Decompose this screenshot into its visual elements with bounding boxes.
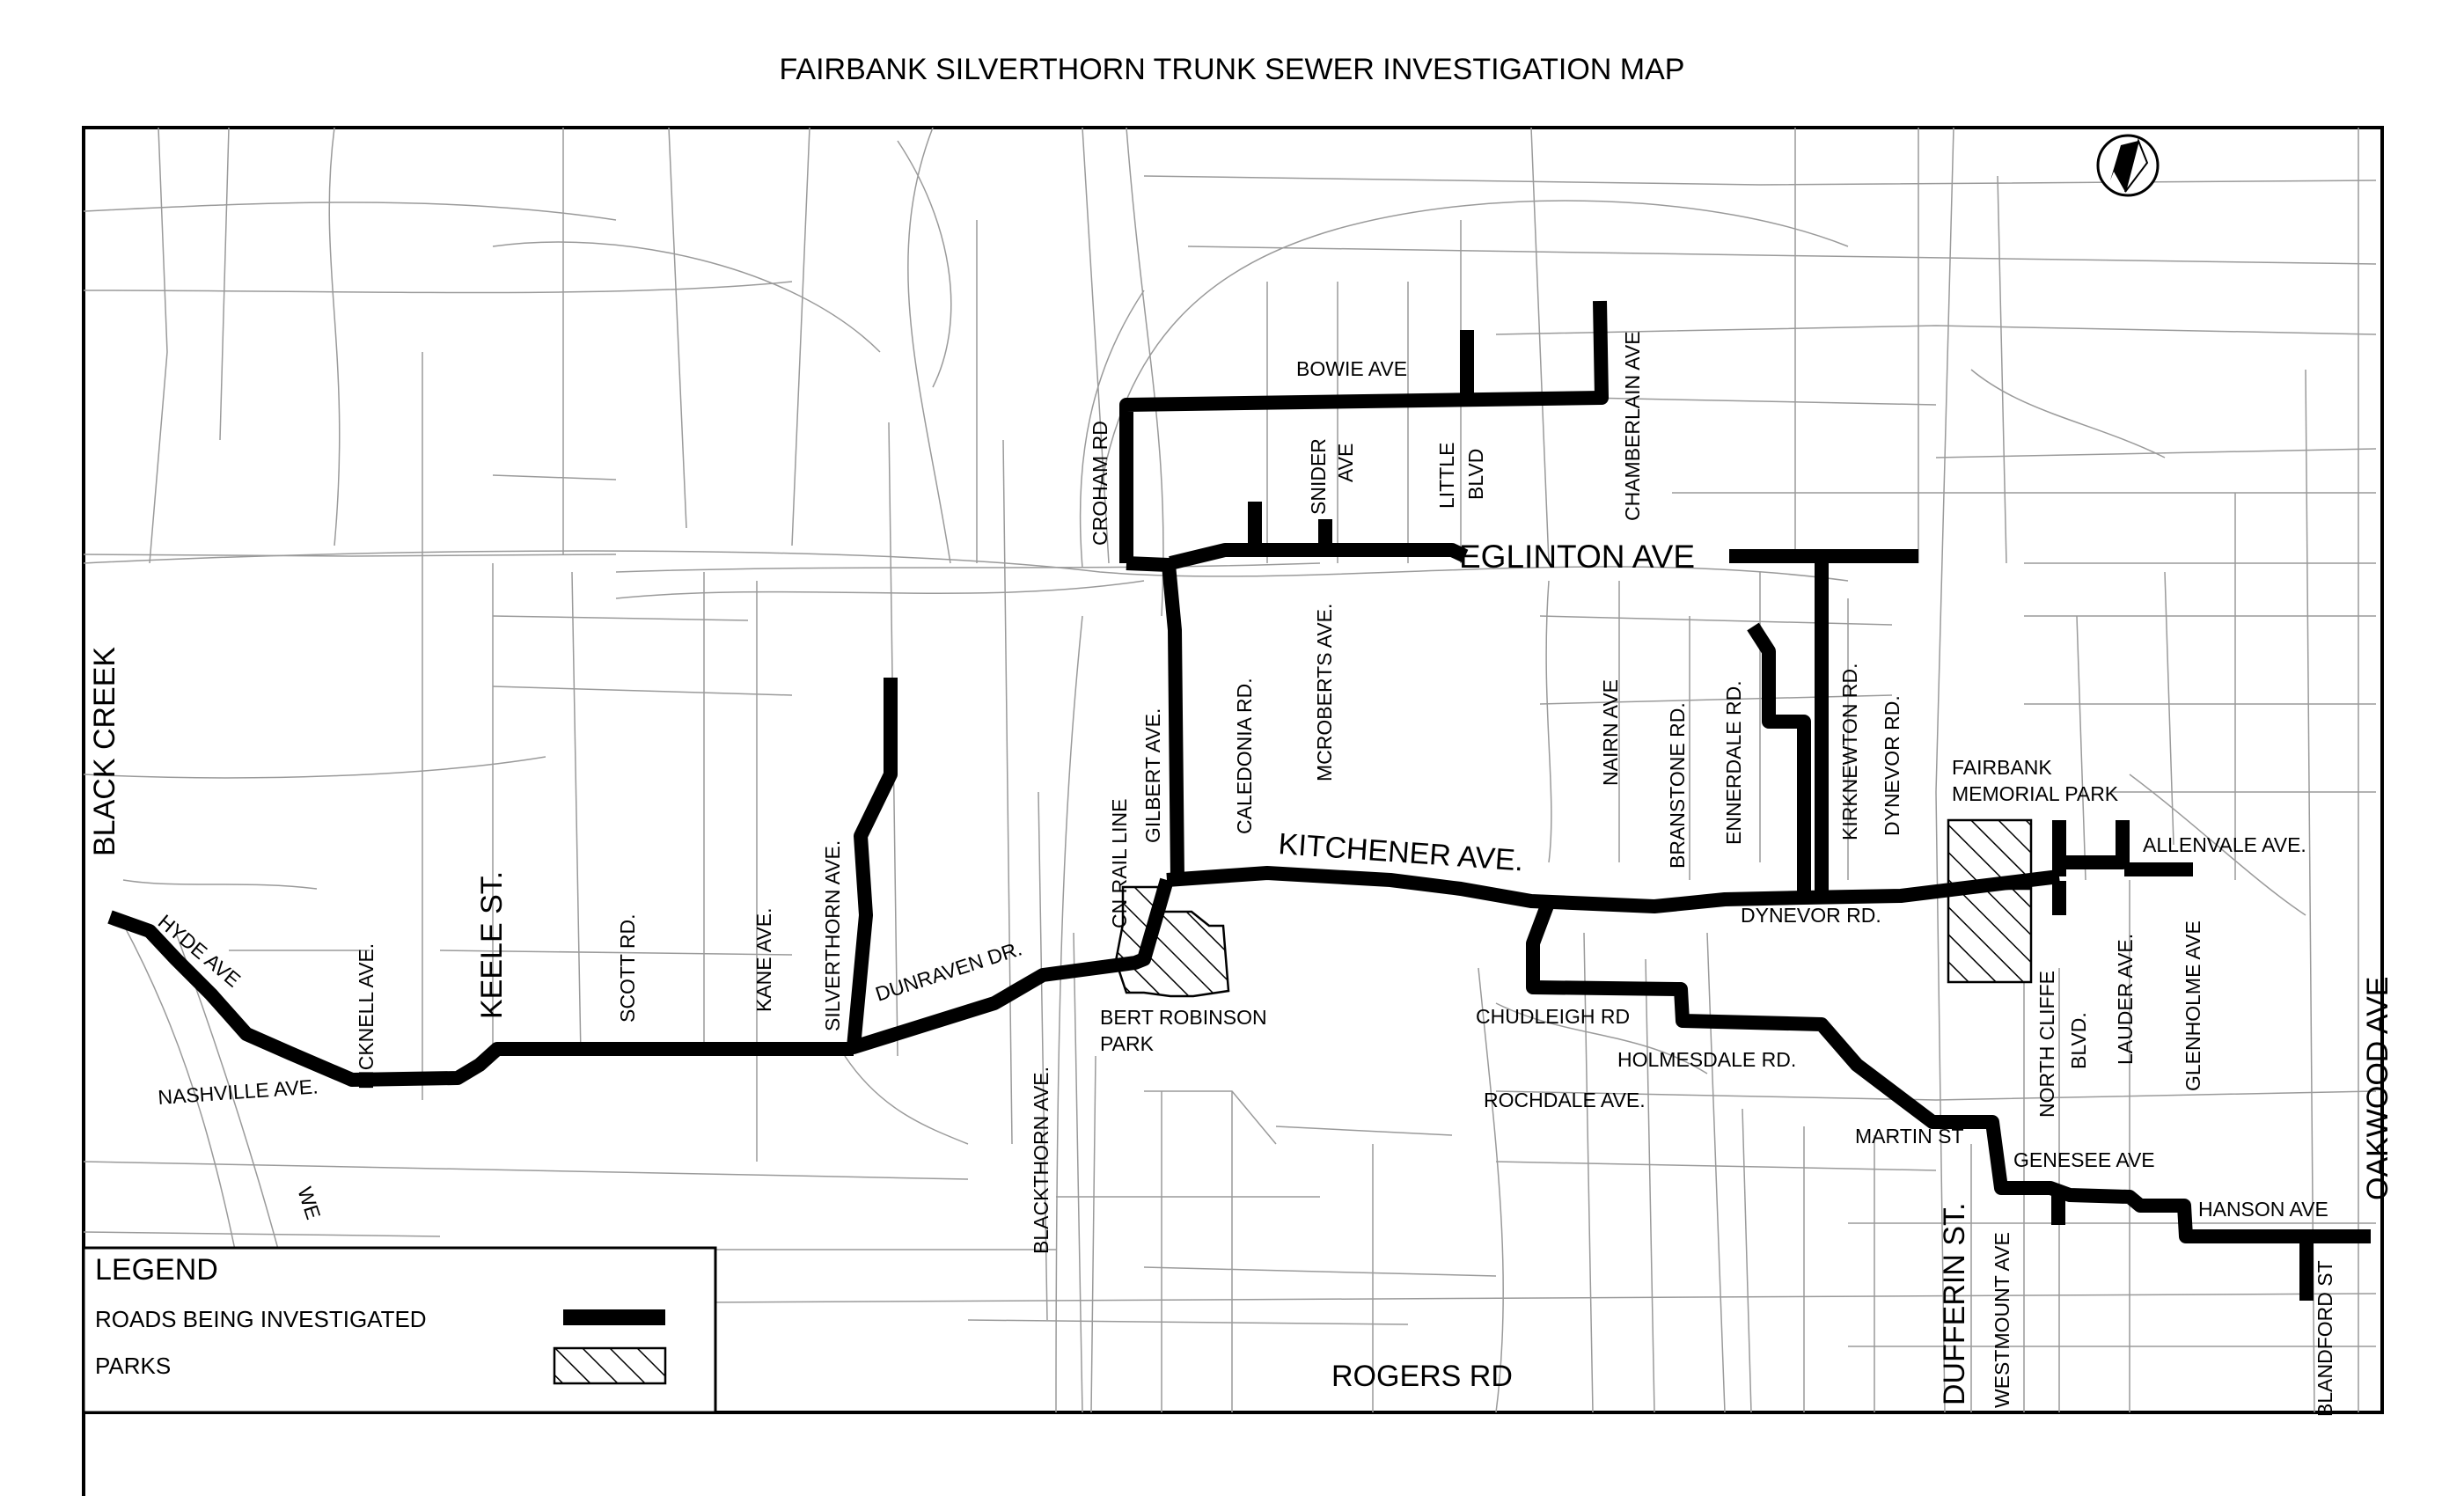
label-bicknell-ave: BICKNELL AVE.	[355, 943, 378, 1089]
label-eglinton-ave: EGLINTON AVE	[1459, 539, 1695, 575]
label-rogers-rd: ROGERS RD	[1331, 1360, 1513, 1393]
label-chudleigh-rd: CHUDLEIGH RD	[1476, 1005, 1630, 1028]
label-north-cliffe-line1: NORTH CLIFFE	[2035, 971, 2058, 1118]
label-oakwood-ave: OAKWOOD AVE	[2361, 977, 2394, 1200]
investigated-roads	[107, 300, 2371, 1301]
label-dynevor-rd-horizontal: DYNEVOR RD.	[1741, 904, 1881, 927]
label-mcroberts-ave: MCROBERTS AVE.	[1313, 604, 1336, 781]
label-black-creek: BLACK CREEK	[88, 647, 121, 856]
label-north-cliffe-line2: BLVD.	[2067, 1012, 2090, 1069]
label-keele-st: KEELE ST.	[475, 871, 509, 1019]
label-bert-robinson-line1: BERT ROBINSON	[1100, 1006, 1267, 1029]
label-martin-st: MARTIN ST	[1855, 1125, 1964, 1148]
label-snider-line1: SNIDER	[1307, 438, 1330, 515]
label-little-line2: BLVD	[1464, 449, 1487, 500]
label-croham-rd: CROHAM RD	[1089, 421, 1111, 546]
label-fairbank-line2: MEMORIAL PARK	[1952, 782, 2119, 805]
label-lauder-ave: LAUDER AVE.	[2114, 934, 2137, 1065]
label-allenvale-ave: ALLENVALE AVE.	[2143, 833, 2306, 856]
legend-heading: LEGEND	[95, 1253, 218, 1287]
label-fairbank-line1: FAIRBANK	[1952, 756, 2052, 779]
map-title: FAIRBANK SILVERTHORN TRUNK SEWER INVESTI…	[780, 53, 1685, 86]
label-rochdale-ave: ROCHDALE AVE.	[1484, 1089, 1646, 1111]
label-genesee-ave: GENESEE AVE	[2013, 1148, 2155, 1171]
label-blandford-st: BLANDFORD ST	[2314, 1260, 2336, 1417]
label-caledonia-rd: CALEDONIA RD.	[1233, 678, 1256, 834]
legend-parks-swatch	[553, 1346, 667, 1385]
label-glenholme-ave: GLENHOLME AVE	[2182, 920, 2204, 1091]
label-dynevor-rd-vertical: DYNEVOR RD.	[1881, 695, 1903, 836]
label-westmount-ave: WESTMOUNT AVE	[1991, 1232, 2013, 1408]
label-blackthorn-ave: BLACKTHORN AVE.	[1030, 1067, 1052, 1254]
label-silverthorn-ave: SILVERTHORN AVE.	[821, 840, 844, 1031]
legend-box	[82, 1246, 717, 1414]
label-dufferin-st: DUFFERIN ST.	[1938, 1203, 1971, 1405]
legend-roads-label: ROADS BEING INVESTIGATED	[95, 1306, 427, 1332]
label-ennerdale-rd: ENNERDALE RD.	[1722, 680, 1745, 845]
label-kane-ave: KANE AVE.	[752, 908, 775, 1012]
label-hanson-ave: HANSON AVE	[2198, 1198, 2328, 1221]
park-fairbank-memorial-south	[1947, 887, 2033, 984]
label-bert-robinson-line2: PARK	[1100, 1032, 1155, 1055]
north-arrow-icon	[2096, 134, 2160, 197]
label-gilbert-ave: GILBERT AVE.	[1141, 708, 1164, 843]
legend: LEGEND ROADS BEING INVESTIGATED PARKS	[82, 1246, 717, 1414]
legend-parks-label: PARKS	[95, 1353, 171, 1379]
label-branstone-rd: BRANSTONE RD.	[1666, 702, 1689, 869]
label-snider-line2: AVE	[1334, 444, 1357, 482]
label-nairn-ave: NAIRN AVE	[1599, 679, 1622, 786]
label-kirknewton-rd: KIRKNEWTON RD.	[1838, 664, 1861, 840]
map-frame	[82, 126, 2384, 1414]
label-scott-rd: SCOTT RD.	[616, 913, 639, 1023]
label-holmesdale-rd: HOLMESDALE RD.	[1617, 1048, 1796, 1071]
label-cn-rail-line: CN RAIL LINE	[1108, 799, 1131, 928]
label-chamberlain-ave: CHAMBERLAIN AVE	[1621, 331, 1644, 521]
label-little-line1: LITTLE	[1435, 443, 1458, 509]
label-bowie-ave: BOWIE AVE	[1296, 357, 1407, 380]
